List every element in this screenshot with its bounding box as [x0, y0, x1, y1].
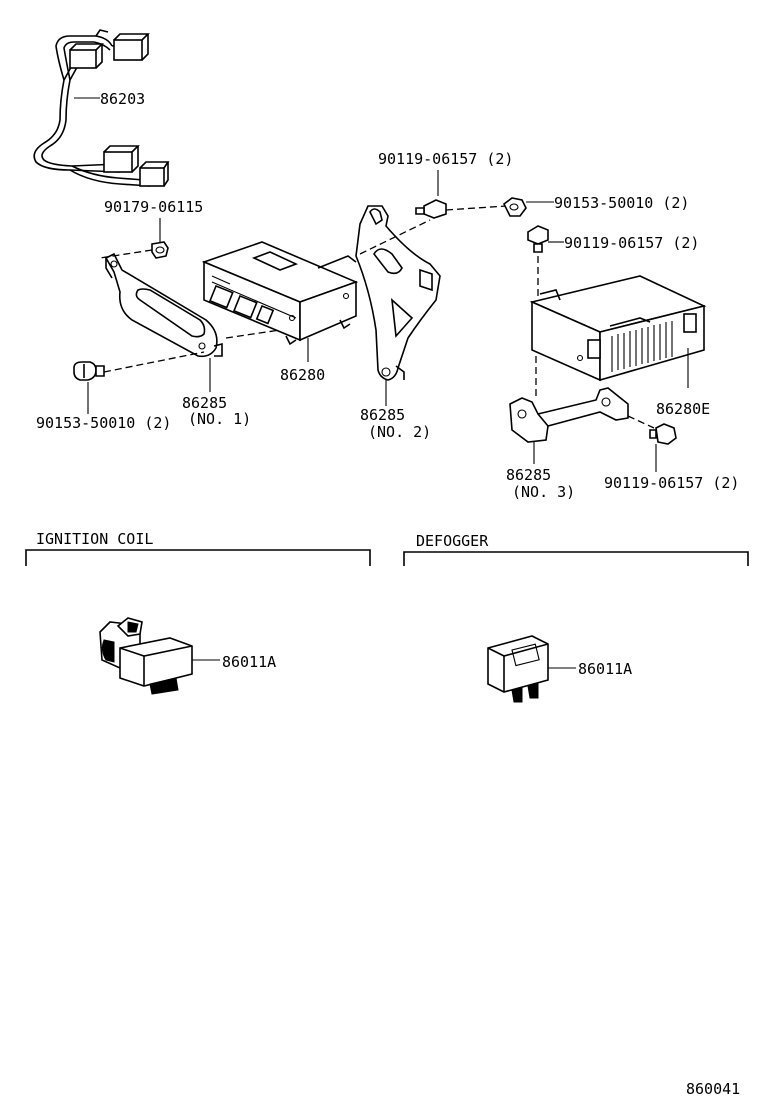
axis-line-amp-lower [225, 329, 281, 339]
axis-line-screw-left [103, 351, 205, 373]
screw-90153-50010-left [73, 361, 105, 381]
axis-line-bolt-top [445, 205, 507, 211]
label-90119-06157-top: 90119-06157 (2) [378, 150, 513, 168]
heatsink-fins [611, 321, 673, 372]
bracket-no2 [355, 205, 441, 381]
relay-defogger [487, 635, 549, 703]
relay-ignition-coil [99, 617, 193, 695]
section-bracket-defogger [403, 551, 749, 566]
diagram-id: 860041 [686, 1080, 740, 1098]
bolt-90119-06157-top [415, 199, 447, 219]
label-90153-50010-right: 90153-50010 (2) [554, 194, 689, 212]
bracket-no1 [104, 252, 223, 358]
bracket-no3 [509, 387, 629, 443]
label-86280: 86280 [280, 366, 325, 384]
label-90179-06115: 90179-06115 [104, 198, 203, 216]
wire-harness-86203 [33, 29, 170, 187]
axis-line-nut [99, 249, 153, 259]
label-no2: (NO. 2) [368, 423, 431, 441]
label-86011a-ignition: 86011A [222, 653, 276, 671]
label-86285-no3: 86285 [506, 466, 551, 484]
label-86285-no1: 86285 [182, 394, 227, 412]
label-86203: 86203 [100, 90, 145, 108]
label-no1: (NO. 1) [188, 410, 251, 428]
label-86011a-defogger: 86011A [578, 660, 632, 678]
nut-90179-06115 [151, 241, 169, 259]
label-90119-06157-lower: 90119-06157 (2) [604, 474, 739, 492]
bolt-90119-06157-lower [649, 423, 677, 445]
bolt-90119-06157-right [527, 225, 549, 253]
label-90153-50010-left: 90153-50010 (2) [36, 414, 171, 432]
label-86280e: 86280E [656, 400, 710, 418]
section-title-defogger: DEFOGGER [416, 532, 489, 550]
amplifier-86280e [529, 275, 707, 382]
axis-line-bolt-lower [627, 415, 655, 429]
label-86285-no2: 86285 [360, 406, 405, 424]
section-title-ignition-coil: IGNITION COIL [36, 530, 153, 548]
label-no3: (NO. 3) [512, 483, 575, 501]
screw-90153-50010-right [502, 197, 527, 217]
section-bracket-ignition-coil [25, 549, 371, 566]
label-90119-06157-right: 90119-06157 (2) [564, 234, 699, 252]
amplifier-86280 [201, 241, 359, 346]
